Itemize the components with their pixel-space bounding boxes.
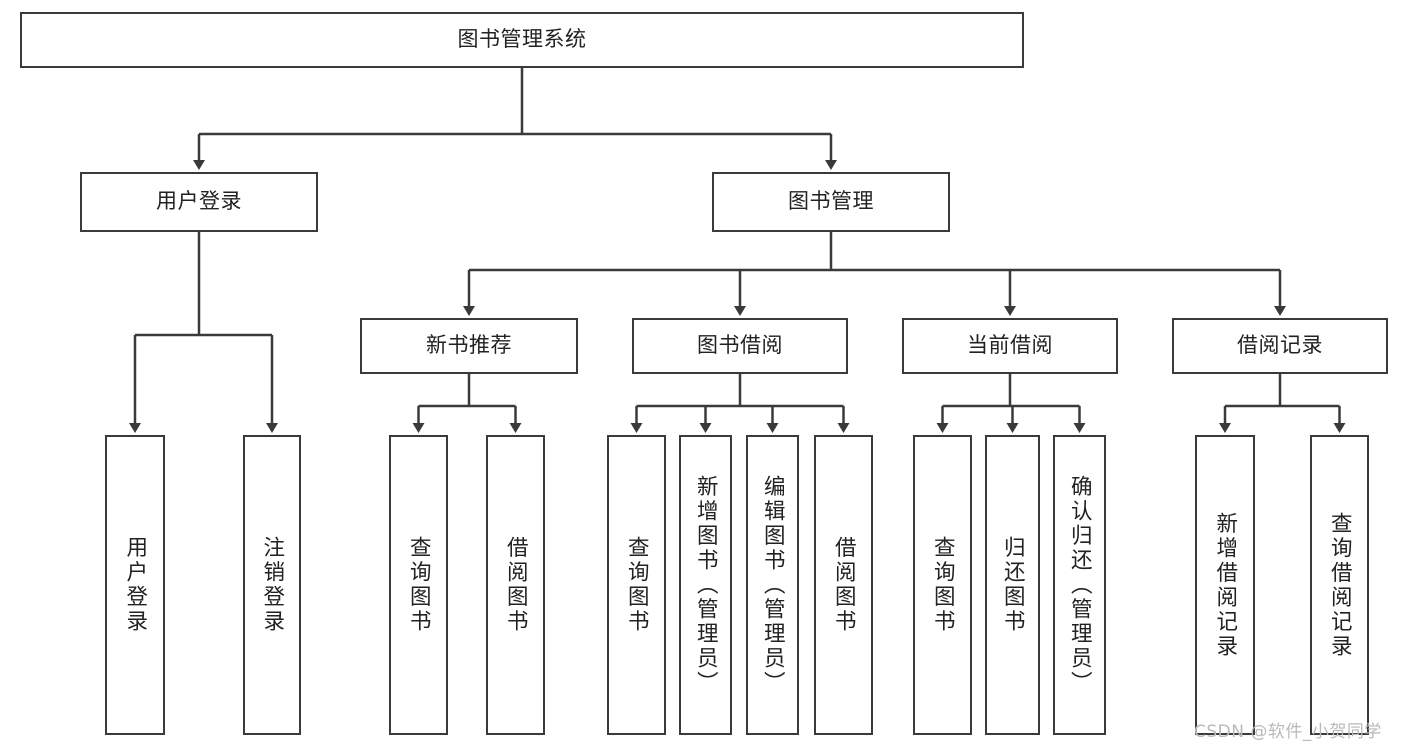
node-label-leaf-borrow-book-1: 借阅图书 <box>503 536 529 634</box>
node-new-book-rec[interactable]: 新书推荐 <box>360 318 578 374</box>
node-label-leaf-return-book: 归还图书 <box>1000 536 1026 634</box>
node-label-current-borrow: 当前借阅 <box>967 333 1053 358</box>
node-borrow-record[interactable]: 借阅记录 <box>1172 318 1388 374</box>
node-label-leaf-logout: 注销登录 <box>259 536 285 634</box>
node-leaf-borrow-book-1[interactable]: 借阅图书 <box>486 435 545 735</box>
node-label-user-login: 用户登录 <box>156 189 242 214</box>
node-label-book-borrow: 图书借阅 <box>697 333 783 358</box>
node-label-leaf-borrow-book-2: 借阅图书 <box>831 536 857 634</box>
node-leaf-return-book[interactable]: 归还图书 <box>985 435 1040 735</box>
node-label-leaf-confirm-return: 确认归还（管理员） <box>1067 474 1093 696</box>
node-leaf-query-book-1[interactable]: 查询图书 <box>389 435 448 735</box>
node-label-new-book-rec: 新书推荐 <box>426 333 512 358</box>
node-label-book-manage: 图书管理 <box>788 189 874 214</box>
edge-group <box>129 68 1346 433</box>
node-label-root: 图书管理系统 <box>457 27 587 52</box>
node-label-leaf-query-book-1: 查询图书 <box>406 536 432 634</box>
node-leaf-edit-book[interactable]: 编辑图书（管理员） <box>746 435 799 735</box>
node-root[interactable]: 图书管理系统 <box>20 12 1024 68</box>
node-label-leaf-edit-book: 编辑图书（管理员） <box>760 474 786 696</box>
node-current-borrow[interactable]: 当前借阅 <box>902 318 1118 374</box>
node-label-leaf-add-record: 新增借阅记录 <box>1212 511 1238 659</box>
node-label-leaf-user-login: 用户登录 <box>122 536 148 634</box>
node-leaf-borrow-book-2[interactable]: 借阅图书 <box>814 435 873 735</box>
node-label-borrow-record: 借阅记录 <box>1237 333 1323 358</box>
node-book-manage[interactable]: 图书管理 <box>712 172 950 232</box>
node-leaf-query-book-2[interactable]: 查询图书 <box>607 435 666 735</box>
node-leaf-add-record[interactable]: 新增借阅记录 <box>1195 435 1255 735</box>
node-leaf-add-book[interactable]: 新增图书（管理员） <box>679 435 732 735</box>
node-leaf-query-record[interactable]: 查询借阅记录 <box>1310 435 1369 735</box>
node-label-leaf-query-record: 查询借阅记录 <box>1327 511 1353 659</box>
node-label-leaf-add-book: 新增图书（管理员） <box>693 474 719 696</box>
node-leaf-logout[interactable]: 注销登录 <box>243 435 301 735</box>
node-leaf-user-login[interactable]: 用户登录 <box>105 435 165 735</box>
csdn-watermark: CSDN @软件_小贺同学 <box>1194 722 1382 742</box>
node-label-leaf-query-book-3: 查询图书 <box>930 536 956 634</box>
node-user-login[interactable]: 用户登录 <box>80 172 318 232</box>
node-book-borrow[interactable]: 图书借阅 <box>632 318 848 374</box>
node-leaf-query-book-3[interactable]: 查询图书 <box>913 435 972 735</box>
node-leaf-confirm-return[interactable]: 确认归还（管理员） <box>1053 435 1106 735</box>
node-label-leaf-query-book-2: 查询图书 <box>624 536 650 634</box>
